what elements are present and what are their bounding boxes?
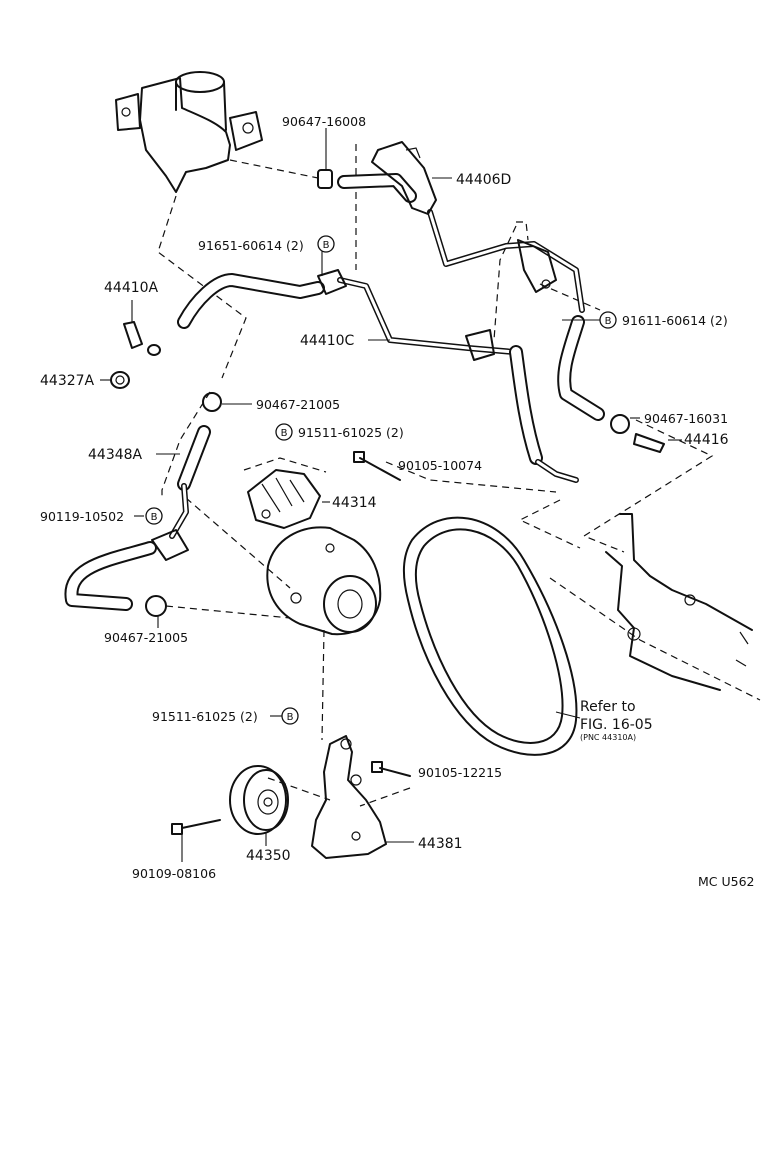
pump-cover-44314	[247, 469, 321, 529]
label-44314: 44314	[332, 495, 377, 511]
svg-text:B: B	[605, 316, 612, 327]
label-90119-10502: 90119-10502	[40, 509, 124, 524]
label-reference-code: MC U562	[698, 874, 755, 889]
svg-text:B: B	[151, 512, 158, 523]
assembly-guide-lines	[157, 144, 761, 807]
drive-belt	[402, 516, 578, 756]
vane-pump-body	[266, 526, 382, 636]
svg-text:B: B	[281, 428, 288, 439]
label-44416: 44416	[684, 432, 729, 448]
label-44348A: 44348A	[88, 447, 143, 463]
label-91651-60614: 91651-60614 (2)	[198, 238, 304, 253]
label-90105-12215: 90105-12215	[418, 765, 502, 780]
label-fig-16-05: FIG. 16-05	[580, 717, 653, 733]
part-labels: 90647-16008 44406D 91651-60614 (2) 91611…	[40, 114, 755, 889]
label-90467-21005-top: 90467-21005	[256, 397, 340, 412]
label-44410A: 44410A	[104, 280, 159, 296]
label-90109-08106: 90109-08106	[132, 866, 216, 881]
label-90105-10074: 90105-10074	[398, 458, 482, 473]
label-refer-to: Refer to	[580, 699, 636, 715]
lower-bolts	[171, 761, 411, 835]
label-44406D: 44406D	[456, 172, 511, 188]
svg-text:B: B	[323, 240, 330, 251]
bracket-44381	[311, 735, 387, 859]
label-90467-21005-bottom: 90467-21005	[104, 630, 188, 645]
reservoir-tank	[115, 71, 263, 193]
label-90467-16031: 90467-16031	[644, 411, 728, 426]
badge-91611: B	[599, 311, 617, 329]
steering-gear-housing	[605, 513, 753, 691]
label-91511-61025-bottom: 91511-61025 (2)	[152, 709, 258, 724]
label-91611-60614: 91611-60614 (2)	[622, 313, 728, 328]
label-44327A: 44327A	[40, 373, 95, 389]
label-91511-61025-top: 91511-61025 (2)	[298, 425, 404, 440]
label-44381: 44381	[418, 836, 463, 852]
idler-pulley-44350	[229, 765, 289, 835]
label-44350: 44350	[246, 848, 291, 864]
leader-lines	[100, 128, 682, 862]
badge-90119: B	[145, 507, 163, 525]
badge-91511-top: B	[275, 423, 293, 441]
label-pnc-44310a: (PNC 44310A)	[580, 733, 636, 742]
label-44410C: 44410C	[300, 333, 355, 349]
badge-91651: B	[317, 235, 335, 253]
badge-91511-bottom: B	[281, 707, 299, 725]
svg-text:B: B	[287, 712, 294, 723]
label-90647-16008: 90647-16008	[282, 114, 366, 129]
fittings	[110, 141, 665, 617]
